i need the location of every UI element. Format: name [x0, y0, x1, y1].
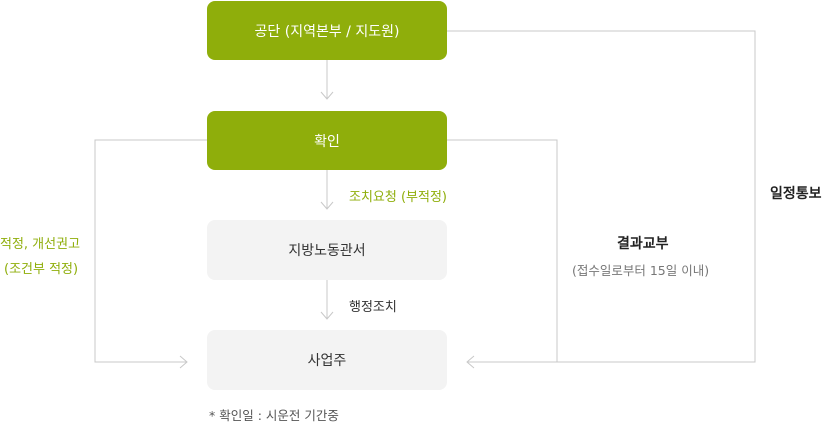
confirm-box: 확인: [207, 111, 447, 170]
labor-office-box: 지방노동관서: [207, 220, 447, 280]
footnote: * 확인일 : 시운전 기간중: [209, 408, 339, 423]
admin-action-label: 행정조치: [349, 300, 397, 315]
corrective-request-label: 조치요청 (부적정): [349, 190, 447, 205]
result-title-label: 결과교부: [617, 236, 669, 252]
schedule-notice-label: 일정통보: [770, 186, 822, 202]
left-label-line1: 적정, 개선권고: [0, 237, 81, 252]
employer-label: 사업주: [307, 353, 347, 369]
labor-office-label: 지방노동관서: [288, 243, 366, 259]
result-sub-label: (접수일로부터 15일 이내): [572, 263, 710, 278]
left-label-line2: (조건부 적정): [4, 262, 79, 277]
schedule-loop-line: [447, 30, 756, 363]
left-loop-line: [94, 139, 207, 363]
result-loop-line: [447, 139, 558, 363]
employer-box: 사업주: [207, 330, 447, 390]
confirm-label: 확인: [314, 133, 340, 150]
gongdan-label: 공단 (지역본부 / 지도원): [254, 23, 400, 40]
gongdan-box: 공단 (지역본부 / 지도원): [207, 1, 447, 60]
